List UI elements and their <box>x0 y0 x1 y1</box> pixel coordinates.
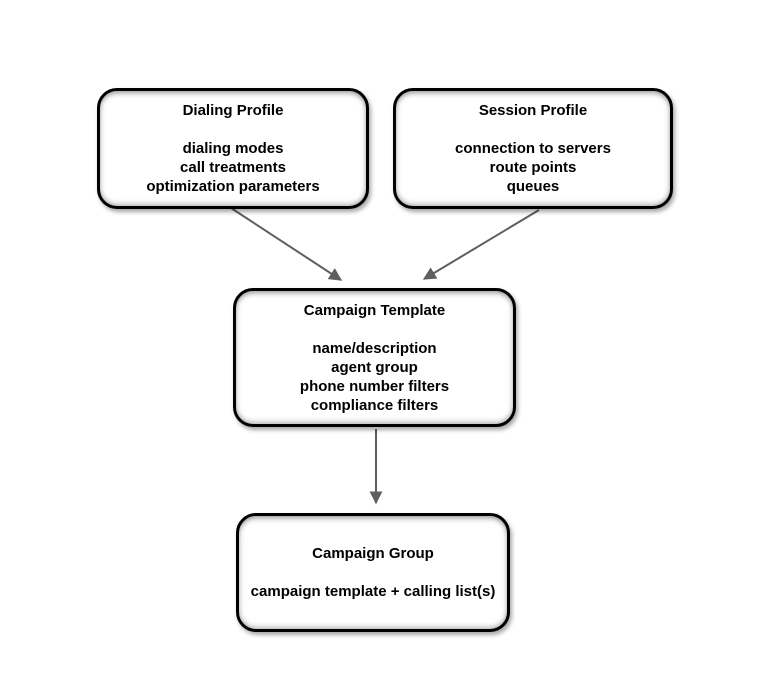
node-line: campaign template + calling list(s) <box>250 583 496 600</box>
node-title: Session Profile <box>478 102 588 119</box>
node-line: route points <box>489 159 577 176</box>
node-lines: campaign template + calling list(s) <box>251 582 496 601</box>
node-line: connection to servers <box>455 140 611 157</box>
node-line: dialing modes <box>182 140 284 157</box>
node-title: Campaign Group <box>312 545 434 562</box>
node-session-profile: Session Profile connection to servers ro… <box>393 88 673 209</box>
edge-dialing-profile-to-campaign-template <box>230 207 343 281</box>
edge-session-profile-to-campaign-template <box>422 209 540 280</box>
node-lines: name/description agent group phone numbe… <box>300 339 449 415</box>
node-line: compliance filters <box>310 396 439 414</box>
node-campaign-group: Campaign Group campaign template + calli… <box>236 513 510 632</box>
node-title: Dialing Profile <box>182 102 284 119</box>
node-campaign-template: Campaign Template name/description agent… <box>233 288 516 427</box>
node-line: agent group <box>331 358 418 376</box>
node-line: optimization parameters <box>146 178 320 195</box>
node-dialing-profile: Dialing Profile dialing modes call treat… <box>97 88 369 209</box>
node-title: Campaign Template <box>303 301 446 319</box>
node-lines: connection to servers route points queue… <box>455 139 611 196</box>
node-lines: dialing modes call treatments optimizati… <box>146 139 319 196</box>
node-line: phone number filters <box>299 377 450 395</box>
node-line: queues <box>506 178 560 195</box>
node-line: call treatments <box>180 159 286 176</box>
node-line: name/description <box>312 339 437 357</box>
